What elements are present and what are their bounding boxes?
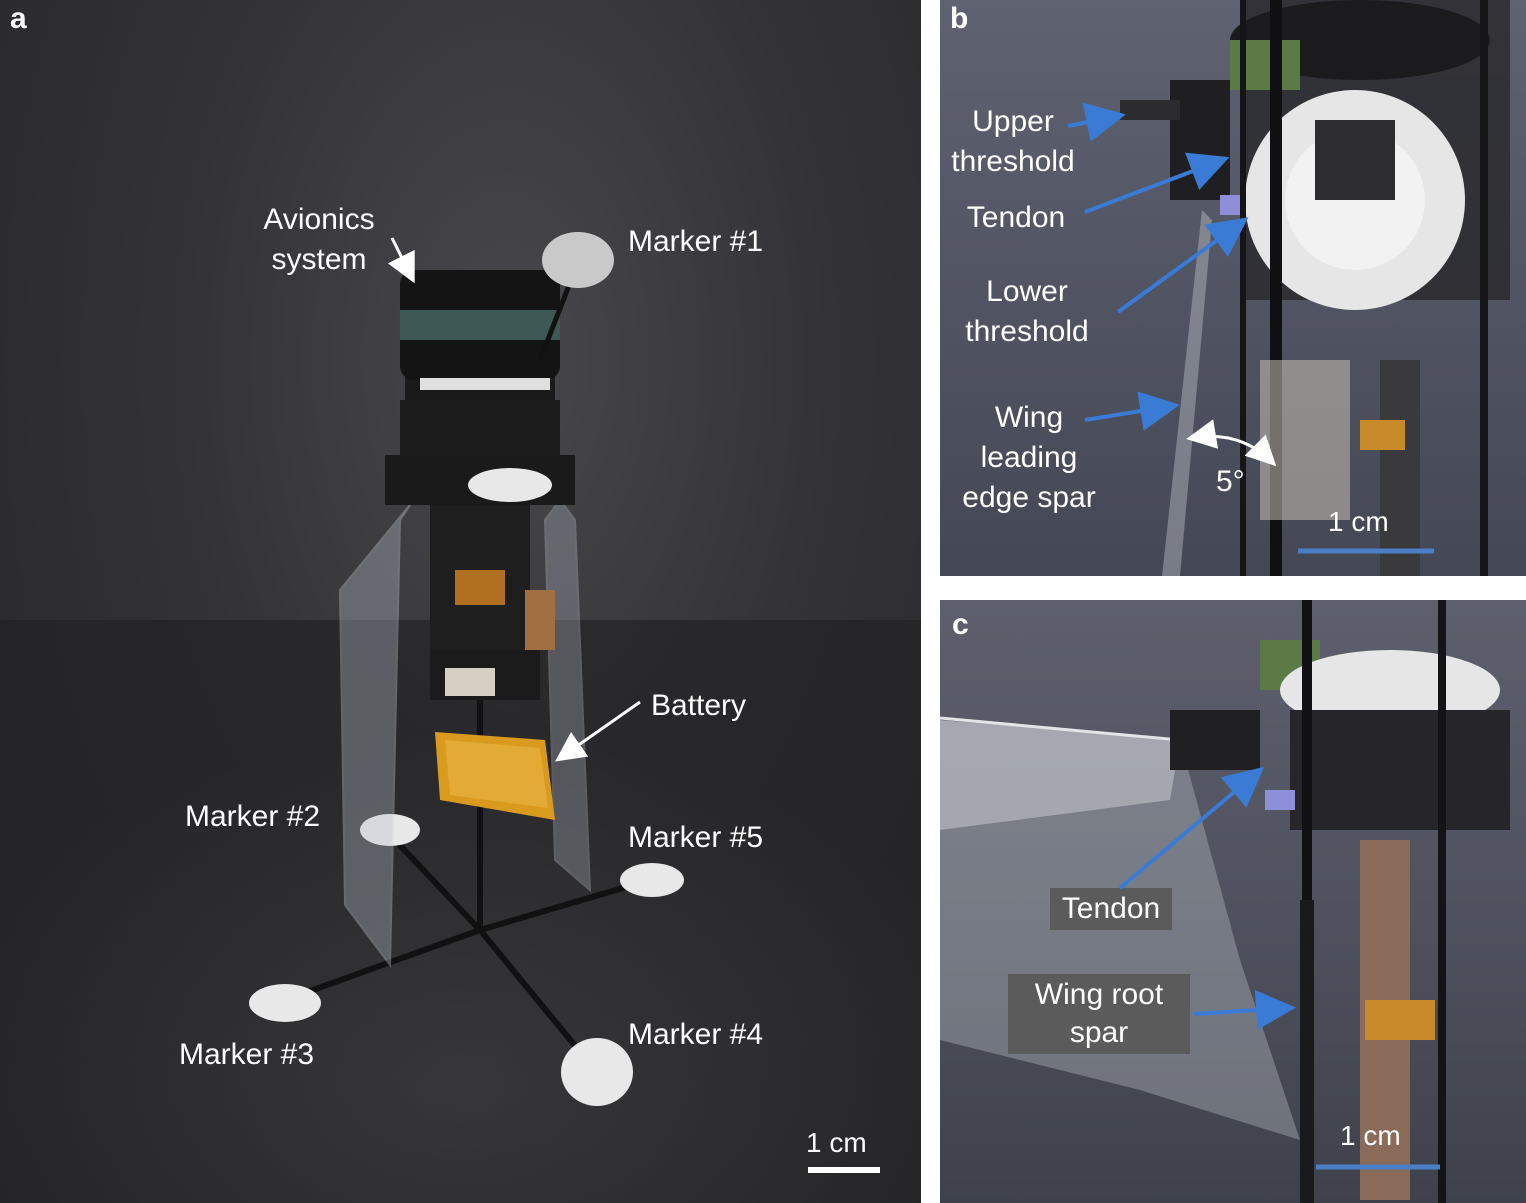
wing-root-closeup-photo bbox=[940, 600, 1510, 1203]
scale-bar-c-label: 1 cm bbox=[1340, 1120, 1401, 1151]
marker-4-label: Marker #4 bbox=[628, 1018, 764, 1051]
tendon-label-c: Tendon bbox=[1050, 888, 1172, 930]
avionics-system-label: Avionics system bbox=[263, 203, 375, 276]
scale-bar-a-label: 1 cm bbox=[806, 1127, 867, 1158]
wing-root-spar-label: Wing root spar bbox=[1008, 974, 1190, 1054]
panel-b: b Upper threshold Tendon Lower threshold… bbox=[940, 0, 1526, 576]
lower-threshold-label: Lower threshold bbox=[965, 275, 1089, 348]
tendon-label-b: Tendon bbox=[966, 201, 1066, 234]
panel-c: c Tendon Wing root spar 1 cm bbox=[940, 600, 1526, 1203]
battery-label: Battery bbox=[651, 689, 747, 722]
panel-letter-a: a bbox=[10, 2, 27, 35]
panel-letter-c: c bbox=[952, 608, 969, 641]
panel-letter-b: b bbox=[950, 2, 969, 35]
wing-leading-edge-spar-label: Wing leading edge spar bbox=[962, 401, 1096, 514]
angle-label: 5° bbox=[1216, 465, 1245, 498]
marker-1-label: Marker #1 bbox=[628, 225, 764, 258]
scale-bar-b-label: 1 cm bbox=[1328, 506, 1389, 537]
marker-2-label: Marker #2 bbox=[185, 800, 321, 833]
robot-full-view-photo bbox=[0, 232, 921, 1203]
panel-a: a Avionics system Marker #1 Battery Mark… bbox=[0, 0, 921, 1203]
marker-5-label: Marker #5 bbox=[628, 821, 764, 854]
upper-threshold-label: Upper threshold bbox=[951, 105, 1075, 178]
marker-3-label: Marker #3 bbox=[179, 1038, 315, 1071]
